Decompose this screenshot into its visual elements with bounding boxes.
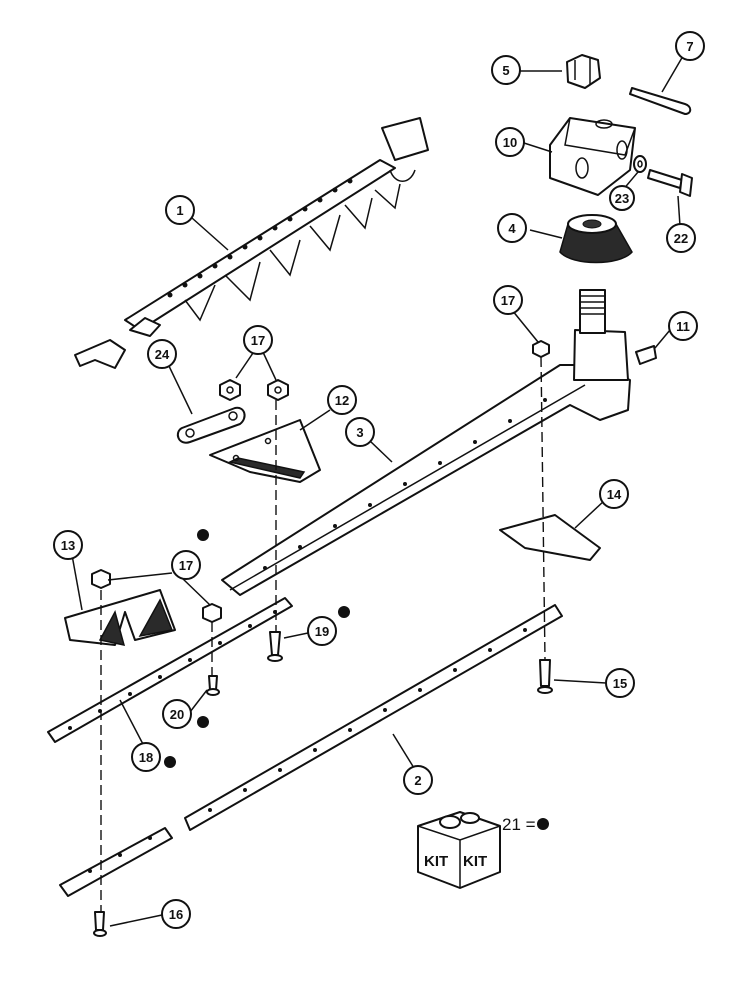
svg-text:22: 22 xyxy=(674,231,688,246)
bolt xyxy=(647,169,693,197)
strap xyxy=(176,406,246,444)
callout-18: 18 xyxy=(131,742,161,772)
callout-14: 14 xyxy=(599,479,629,509)
callout-17-right: 17 xyxy=(493,285,523,315)
svg-text:12: 12 xyxy=(335,393,349,408)
svg-text:13: 13 xyxy=(61,538,75,553)
washer xyxy=(633,155,647,173)
kit-bullet xyxy=(338,606,350,618)
nut-17-c xyxy=(532,340,550,358)
svg-text:5: 5 xyxy=(502,63,509,78)
svg-text:11: 11 xyxy=(676,319,690,334)
callout-2: 2 xyxy=(403,765,433,795)
kit-bullet xyxy=(197,529,209,541)
cone-bushing xyxy=(559,214,633,264)
kit-legend-bullet xyxy=(537,818,549,830)
cotter-pin xyxy=(629,87,692,115)
callout-24: 24 xyxy=(147,339,177,369)
svg-text:4: 4 xyxy=(508,221,516,236)
nut-17-b xyxy=(267,379,289,401)
kit-box-label-left: KIT xyxy=(424,853,448,870)
rivet-16 xyxy=(93,911,107,937)
callout-17-top: 17 xyxy=(243,325,273,355)
svg-text:3: 3 xyxy=(356,425,363,440)
rivet-20 xyxy=(206,675,220,696)
callout-20: 20 xyxy=(162,699,192,729)
kit-bullet xyxy=(164,756,176,768)
callouts: 1 2 3 4 5 7 10 11 12 13 14 15 16 17 17 1… xyxy=(53,31,705,929)
knife-assembly xyxy=(74,117,429,369)
callout-11: 11 xyxy=(668,311,698,341)
kit-box-icon: KIT KIT xyxy=(417,811,501,889)
knife-back-2 xyxy=(59,604,563,897)
callout-16: 16 xyxy=(161,899,191,929)
svg-text:17: 17 xyxy=(251,333,265,348)
svg-text:15: 15 xyxy=(613,676,627,691)
svg-text:20: 20 xyxy=(170,707,184,722)
pivot-block xyxy=(549,117,636,196)
callout-23: 23 xyxy=(609,185,635,211)
callout-5: 5 xyxy=(491,55,521,85)
callout-7: 7 xyxy=(675,31,705,61)
castle-nut xyxy=(566,54,601,89)
knife-head xyxy=(221,289,631,596)
svg-text:7: 7 xyxy=(686,39,693,54)
callout-17-left: 17 xyxy=(171,550,201,580)
svg-text:24: 24 xyxy=(155,347,170,362)
svg-text:18: 18 xyxy=(139,750,153,765)
rivet-15 xyxy=(537,659,553,694)
kit-box-label-right: KIT xyxy=(463,853,487,870)
nut-17-d xyxy=(91,569,111,589)
guard-plate-13 xyxy=(64,589,176,646)
svg-text:16: 16 xyxy=(169,907,183,922)
svg-text:17: 17 xyxy=(501,293,515,308)
knife-section-12 xyxy=(209,419,321,483)
svg-text:1: 1 xyxy=(176,203,183,218)
svg-text:14: 14 xyxy=(607,487,622,502)
leader-lines xyxy=(71,55,684,927)
svg-text:2: 2 xyxy=(414,773,421,788)
svg-text:17: 17 xyxy=(179,558,193,573)
rivet-19 xyxy=(267,631,283,662)
callout-3: 3 xyxy=(345,417,375,447)
grease-fitting xyxy=(635,345,657,365)
callout-12: 12 xyxy=(327,385,357,415)
kit-legend-text: 21 = xyxy=(502,815,536,834)
svg-text:10: 10 xyxy=(503,135,517,150)
svg-text:19: 19 xyxy=(315,624,329,639)
callout-22: 22 xyxy=(666,223,696,253)
knife-back-bar-18 xyxy=(47,597,293,743)
kit-bullet xyxy=(197,716,209,728)
nut-17-e xyxy=(202,603,222,623)
callout-15: 15 xyxy=(605,668,635,698)
callout-4: 4 xyxy=(497,213,527,243)
svg-text:23: 23 xyxy=(615,191,629,206)
callout-19: 19 xyxy=(307,616,337,646)
callout-1: 1 xyxy=(165,195,195,225)
callout-10: 10 xyxy=(495,127,525,157)
nut-17-a xyxy=(219,379,241,401)
section-plate-14 xyxy=(499,514,601,561)
callout-13: 13 xyxy=(53,530,83,560)
